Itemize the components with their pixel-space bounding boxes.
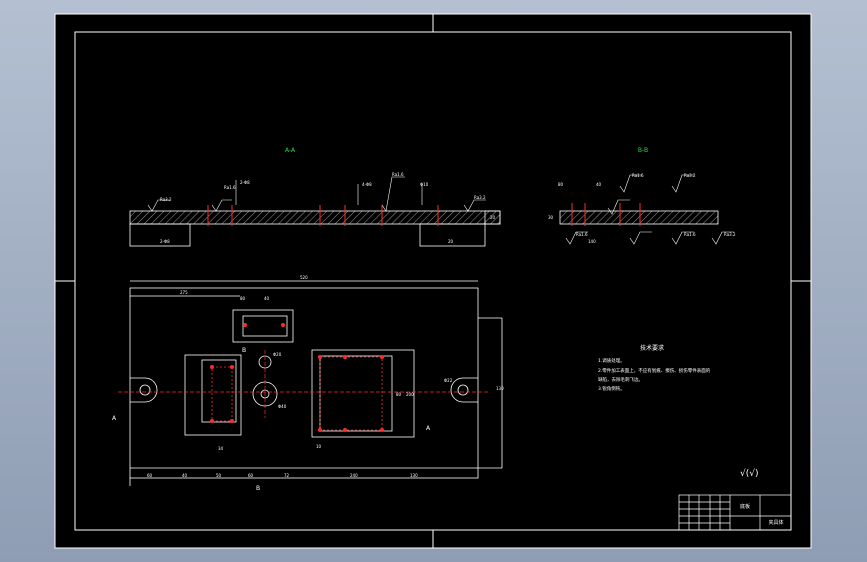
general-roughness: √(√) — [740, 468, 759, 479]
tech-notes-title: 技术要求 — [640, 344, 664, 352]
technical-notes: 技术要求 1.调质处理。 2.零件加工表面上，不应有划痕、擦伤、损伤零件表面的 … — [598, 344, 711, 392]
svg-text:Φ22: Φ22 — [444, 378, 453, 383]
svg-text:B: B — [256, 485, 260, 492]
svg-text:240: 240 — [350, 473, 358, 478]
svg-text:Ra3.2: Ra3.2 — [474, 195, 486, 200]
svg-text:40: 40 — [596, 182, 602, 187]
svg-text:50: 50 — [216, 473, 222, 478]
svg-text:4-Φ8: 4-Φ8 — [362, 182, 372, 187]
svg-text:Ra1.6: Ra1.6 — [632, 173, 644, 178]
svg-text:30: 30 — [548, 215, 554, 220]
svg-text:140: 140 — [588, 239, 596, 244]
svg-text:40: 40 — [264, 296, 270, 301]
svg-text:2-Φ8: 2-Φ8 — [160, 239, 170, 244]
svg-text:2.零件加工表面上，不应有划痕、擦伤、损伤零件表面的: 2.零件加工表面上，不应有划痕、擦伤、损伤零件表面的 — [598, 367, 711, 374]
svg-text:1.调质处理。: 1.调质处理。 — [598, 357, 625, 364]
title-block — [678, 494, 792, 531]
svg-text:34: 34 — [218, 446, 224, 451]
svg-text:2-Φ8: 2-Φ8 — [240, 180, 250, 185]
svg-text:130: 130 — [496, 386, 504, 391]
svg-text:Φ10: Φ10 — [420, 182, 429, 187]
svg-text:Ra1.6: Ra1.6 — [684, 232, 696, 237]
svg-text:520: 520 — [300, 275, 308, 280]
svg-text:275: 275 — [180, 290, 188, 295]
section-view-left: A-A Ra3.2 Ra1.6 Ra1.6 Ra3. — [129, 147, 501, 247]
plan-hole-centers — [210, 323, 384, 432]
svg-text:80: 80 — [558, 182, 564, 187]
svg-text:3.锐角倒钝。: 3.锐角倒钝。 — [598, 385, 625, 392]
svg-text:A: A — [112, 415, 117, 422]
svg-text:60: 60 — [147, 473, 153, 478]
svg-text:A: A — [426, 425, 431, 432]
centering-marks — [55, 14, 811, 548]
title-block-name: 底板 — [740, 503, 750, 510]
svg-text:Ra3.2: Ra3.2 — [684, 173, 696, 178]
svg-text:Ra1.6: Ra1.6 — [576, 232, 588, 237]
section-view-right: B-B Ra1.6 Ra3.2 Ra1.6 Ra3.2 Ra1.6 80 40 … — [548, 147, 736, 245]
svg-text:Ra1.6: Ra1.6 — [392, 172, 404, 177]
svg-text:Φ20: Φ20 — [273, 352, 282, 357]
svg-text:80: 80 — [396, 392, 402, 397]
plan-hole-patterns — [211, 356, 383, 431]
svg-text:Ra3.2: Ra3.2 — [160, 197, 172, 202]
plan-centerlines — [118, 350, 490, 418]
svg-text:10: 10 — [316, 444, 322, 449]
svg-text:20: 20 — [448, 239, 454, 244]
svg-text:60: 60 — [248, 473, 254, 478]
svg-text:20: 20 — [490, 215, 496, 220]
plan-dimensions: 520 275 80 40 Φ20 Φ40 Φ22 130 80 200 240… — [112, 275, 504, 492]
svg-text:80: 80 — [240, 296, 246, 301]
svg-text:Φ40: Φ40 — [278, 404, 287, 409]
svg-text:B: B — [242, 347, 246, 354]
section-label-right: B-B — [638, 147, 648, 154]
svg-text:200: 200 — [406, 392, 414, 397]
title-block-code: 夹具体 — [768, 519, 783, 526]
svg-text:Ra3.2: Ra3.2 — [724, 232, 736, 237]
svg-text:Ra1.6: Ra1.6 — [224, 185, 236, 190]
svg-text:130: 130 — [410, 473, 418, 478]
section-label-left: A-A — [285, 147, 296, 154]
svg-text:40: 40 — [182, 473, 188, 478]
svg-text:72: 72 — [284, 473, 290, 478]
svg-text:缺陷，去除毛刺飞边。: 缺陷，去除毛刺飞边。 — [598, 376, 643, 383]
